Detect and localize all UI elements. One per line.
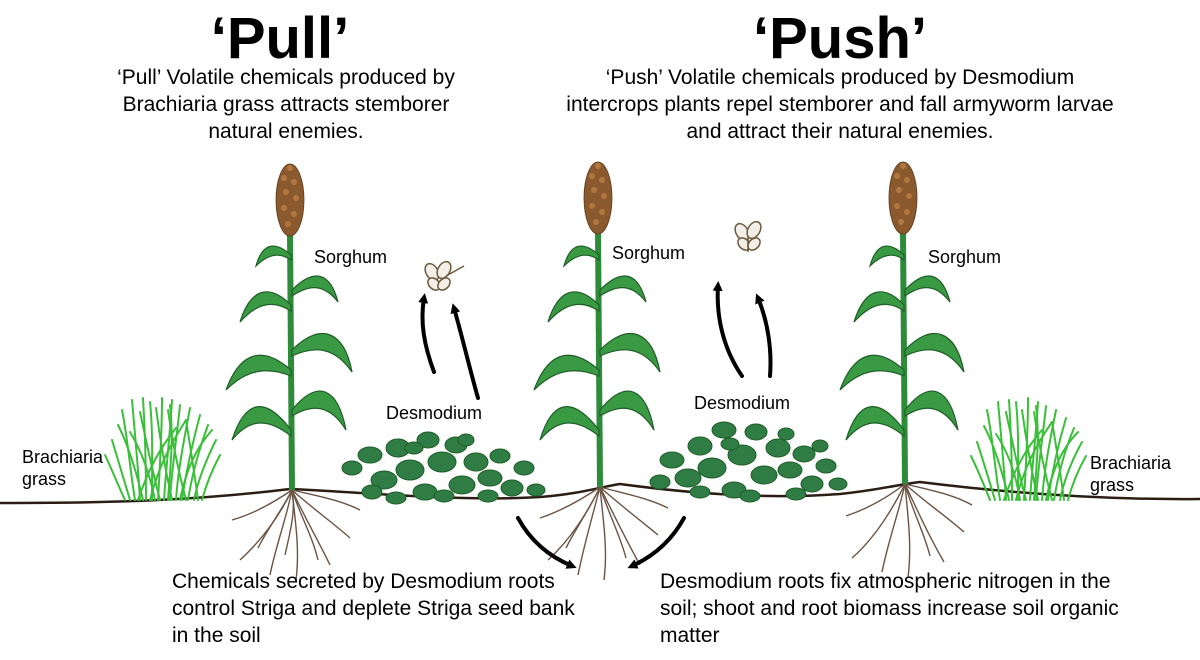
desmodium-icon-right (649, 421, 848, 503)
root-chemicals-caption: Chemicals secreted by Desmodium roots co… (172, 570, 575, 647)
brachiaria-label-right: Brachiaria grass (1090, 453, 1172, 495)
push-volatiles-caption: ‘Push’ Volatile chemicals produced by De… (566, 66, 1114, 143)
arrow-icon-pull-volatiles (418, 293, 480, 400)
sorghum-plant-icon-right (839, 161, 965, 485)
root-icon-left (231, 489, 361, 581)
desmodium-icon-left (341, 431, 546, 505)
insect-icon-right (734, 220, 762, 252)
push-heading: ‘Push’ (752, 6, 928, 71)
sorghum-plant-icon-left (225, 163, 353, 491)
nitrogen-fixation-caption: Desmodium roots fix atmospheric nitrogen… (660, 570, 1119, 647)
desmodium-label-right: Desmodium (694, 393, 791, 413)
soil-line (0, 480, 1200, 505)
brachiaria-label-left: Brachiaria grass (22, 447, 104, 489)
pull-volatiles-caption: ‘Pull’ Volatile chemicals produced by Br… (117, 66, 455, 143)
sorghum-plant-icon-middle (533, 161, 661, 488)
desmodium-label-left: Desmodium (386, 403, 483, 423)
sorghum-label-left: Sorghum (314, 247, 388, 267)
brachiaria-grass-icon-left (104, 397, 221, 501)
pull-heading: ‘Pull’ (210, 6, 350, 71)
sorghum-label-middle: Sorghum (612, 243, 686, 263)
root-icon-middle (539, 486, 669, 581)
sorghum-label-right: Sorghum (928, 247, 1002, 267)
arrow-icon-soil-effects (516, 516, 686, 569)
brachiaria-grass-icon-right (970, 397, 1087, 501)
insect-icon-left (424, 260, 465, 291)
arrow-icon-push-volatiles (712, 281, 773, 378)
root-icon-right (845, 483, 973, 579)
